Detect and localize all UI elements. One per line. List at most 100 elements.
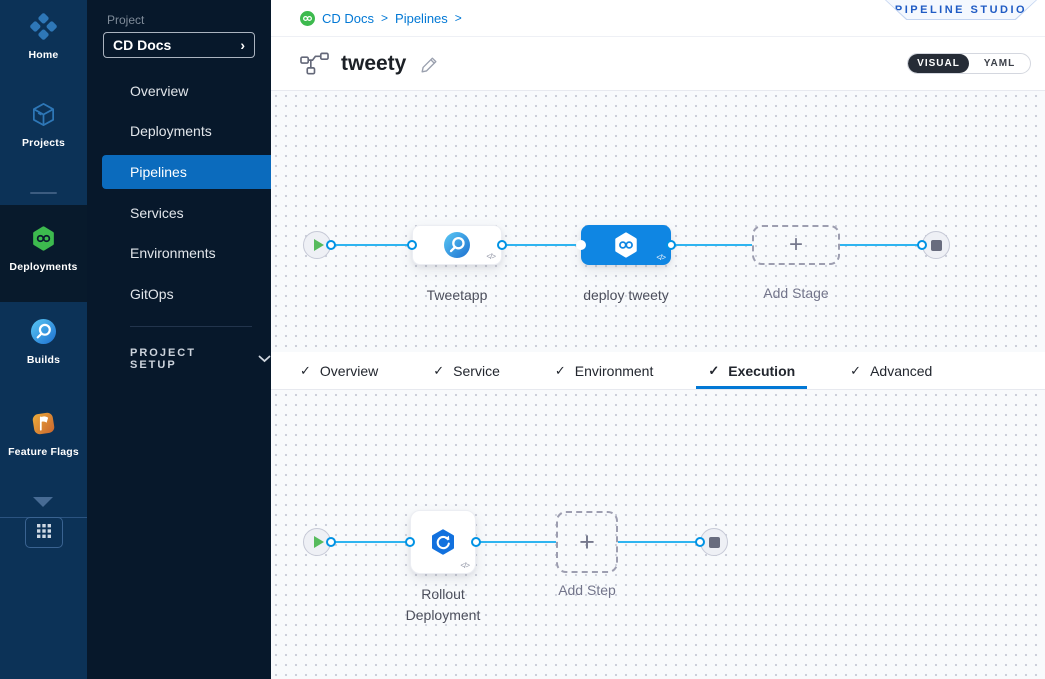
connector-port (407, 240, 417, 250)
sidebar-item-deployments[interactable]: Deployments (0, 225, 87, 275)
tab-label: Execution (728, 362, 796, 379)
connector-port (576, 240, 586, 250)
sidebar-item-services[interactable]: Services (130, 205, 184, 221)
stage-label: Tweetapp (426, 287, 488, 303)
tab-execution[interactable]: ✓ Execution (696, 352, 807, 389)
project-label: Project (107, 13, 145, 27)
sidebar-divider (30, 192, 57, 194)
sidebar-item-builds[interactable]: Builds (0, 318, 87, 368)
sidebar-item-pipelines[interactable]: Pipelines (102, 155, 271, 189)
edit-pencil-icon[interactable] (420, 54, 440, 74)
project-selector[interactable]: CD Docs › (103, 32, 255, 58)
active-module-highlight: Deployments (0, 205, 87, 302)
connector-line (618, 541, 700, 543)
tab-label: Advanced (870, 362, 933, 379)
plus-icon: + (579, 526, 595, 557)
code-icon: </> (460, 561, 470, 570)
plus-icon: + (788, 231, 803, 258)
connector-port (471, 537, 481, 547)
sidebar-item-label: Feature Flags (8, 446, 79, 458)
sidebar-item-deployments[interactable]: Deployments (130, 123, 212, 139)
pipeline-studio-badge-text: PIPELINE STUDIO (886, 0, 1036, 19)
sidebar-item-label: Builds (26, 354, 61, 366)
stage-canvas: </> </> + Tweetapp deploy tweety Add Sta… (271, 91, 1045, 352)
add-step-label: Add Step (558, 582, 616, 598)
ci-stage-icon (443, 231, 471, 259)
pipeline-studio-badge: PIPELINE STUDIO (885, 0, 1037, 20)
check-icon: ✓ (708, 362, 720, 378)
breadcrumb-link-pipelines[interactable]: Pipelines (395, 10, 448, 26)
projects-cube-icon (30, 101, 57, 128)
sidebar-item-environments[interactable]: Environments (130, 245, 216, 261)
execution-start-node (303, 528, 331, 556)
breadcrumb-link-project[interactable]: CD Docs (322, 10, 375, 26)
step-node-rollout-deployment[interactable]: </> (410, 510, 476, 574)
feature-flag-icon (30, 410, 57, 437)
sidebar-item-projects[interactable]: Projects (0, 101, 87, 151)
add-step-button[interactable]: + (556, 511, 618, 573)
module-sidebar: Home Projects Deployments Builds (0, 0, 87, 679)
play-icon (313, 536, 324, 548)
tab-overview[interactable]: ✓ Overview (288, 352, 390, 389)
sidebar-item-feature-flags[interactable]: Feature Flags (0, 410, 87, 460)
cd-logo-icon (300, 10, 315, 26)
toggle-visual[interactable]: VISUAL (908, 54, 969, 73)
step-label: Rollout Deployment (405, 586, 481, 623)
title-bar: tweety VISUAL YAML (271, 37, 1045, 91)
chevron-right-icon: › (240, 37, 245, 53)
connector-line (671, 244, 752, 246)
connector-port (666, 240, 676, 250)
connector-line (502, 244, 581, 246)
connector-port (326, 537, 336, 547)
sidebar-item-overview[interactable]: Overview (130, 83, 189, 99)
sidebar-item-label: Deployments (9, 261, 78, 273)
stage-node-deploy-tweety[interactable]: </> (581, 225, 671, 265)
pipeline-start-node (303, 231, 331, 259)
project-name: CD Docs (113, 37, 172, 53)
tab-label: Service (453, 362, 500, 379)
home-icon (30, 13, 57, 40)
add-stage-label: Add Stage (763, 285, 829, 301)
check-icon: ✓ (850, 362, 862, 378)
connector-port (497, 240, 507, 250)
code-icon: </> (486, 252, 496, 261)
connector-line (331, 244, 412, 246)
chevron-down-icon[interactable] (33, 497, 53, 507)
connector-port (405, 537, 415, 547)
project-setup-toggle[interactable]: PROJECT SETUP (130, 347, 271, 371)
connector-port (326, 240, 336, 250)
tab-advanced[interactable]: ✓ Advanced (838, 352, 944, 389)
sidebar-item-home[interactable]: Home (0, 13, 87, 63)
tab-environment[interactable]: ✓ Environment (543, 352, 666, 389)
ci-circle-icon (30, 318, 57, 345)
connector-port (917, 240, 927, 250)
stage-config-tabs: ✓ Overview ✓ Service ✓ Environment ✓ Exe… (271, 352, 1045, 390)
cd-hexagon-icon (30, 225, 57, 252)
stage-label: deploy tweety (583, 287, 669, 303)
project-setup-label: PROJECT SETUP (130, 347, 196, 371)
toggle-yaml[interactable]: YAML (983, 58, 1016, 69)
module-picker-button[interactable] (25, 517, 63, 548)
breadcrumb-separator: > (381, 11, 389, 25)
sidebar-item-label: Home (28, 49, 59, 61)
main-content: CD Docs > Pipelines > PIPELINE STUDIO tw… (271, 0, 1045, 679)
tab-service[interactable]: ✓ Service (421, 352, 512, 389)
check-icon: ✓ (433, 362, 445, 378)
sidebar-item-label: Projects (21, 137, 66, 149)
execution-canvas: </> + Rollout Deployment Add Step (271, 390, 1045, 679)
connector-port (695, 537, 705, 547)
visual-yaml-toggle: VISUAL YAML (907, 53, 1031, 74)
pipeline-title: tweety (341, 51, 407, 75)
stop-icon (930, 239, 942, 251)
play-icon (313, 239, 324, 251)
connector-line (331, 541, 410, 543)
check-icon: ✓ (554, 362, 566, 378)
tab-label: Environment (574, 362, 654, 379)
stage-node-tweetapp[interactable]: </> (412, 225, 502, 265)
sidebar-item-gitops[interactable]: GitOps (130, 286, 174, 302)
rollout-deployment-icon (428, 527, 458, 557)
sidebar-divider (130, 326, 252, 327)
cd-stage-icon (612, 231, 640, 259)
add-stage-button[interactable]: + (752, 225, 840, 265)
